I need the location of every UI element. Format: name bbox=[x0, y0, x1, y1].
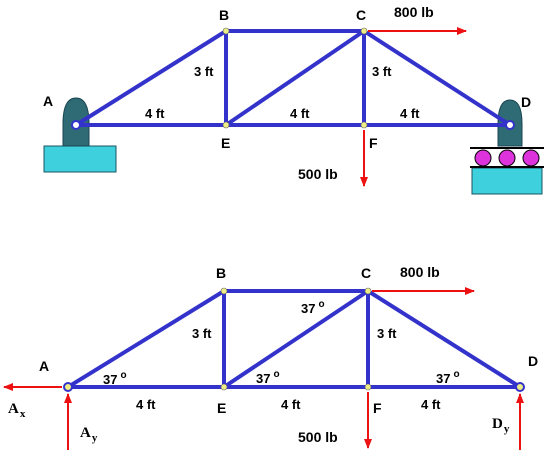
roller-support-d bbox=[470, 99, 544, 195]
top-members bbox=[74, 29, 512, 127]
bottom-dim-cf: 3 ft bbox=[377, 326, 397, 341]
bottom-members bbox=[66, 289, 522, 389]
top-pin-joints bbox=[71, 120, 515, 130]
bottom-node-f: F bbox=[373, 400, 382, 416]
bottom-end-joints bbox=[63, 382, 525, 392]
top-node-e: E bbox=[221, 135, 230, 151]
top-dim-cf: 3 ft bbox=[372, 64, 392, 79]
bottom-dim-fd: 4 ft bbox=[421, 397, 441, 412]
bottom-node-e: E bbox=[217, 400, 226, 416]
top-dim-ef: 4 ft bbox=[290, 106, 310, 121]
member-ec bbox=[222, 289, 370, 389]
top-node-a: A bbox=[43, 93, 53, 109]
top-dim-ae: 4 ft bbox=[145, 106, 165, 121]
bottom-dim-be: 3 ft bbox=[192, 326, 212, 341]
member-cd bbox=[362, 29, 512, 127]
reaction-ay-label: Ay bbox=[80, 425, 98, 444]
top-dim-be: 3 ft bbox=[194, 64, 214, 79]
bottom-dim-ef: 4 ft bbox=[281, 397, 301, 412]
pin-support-a bbox=[43, 97, 117, 173]
member-ab bbox=[74, 29, 228, 127]
top-node-c: C bbox=[356, 7, 366, 23]
bottom-node-d: D bbox=[528, 353, 538, 369]
bottom-load-800: 800 lb bbox=[400, 264, 440, 280]
bottom-joints bbox=[220, 287, 372, 391]
top-node-d: D bbox=[521, 94, 531, 110]
bottom-node-c: C bbox=[361, 265, 371, 281]
member-ec bbox=[224, 29, 366, 127]
bottom-node-b: B bbox=[216, 265, 226, 281]
bottom-node-a: A bbox=[39, 358, 49, 374]
member-cd bbox=[366, 289, 522, 389]
top-load-500: 500 lb bbox=[298, 166, 338, 182]
top-load-800: 800 lb bbox=[394, 4, 434, 20]
reaction-dy-label: Dy bbox=[492, 416, 510, 435]
reaction-ax-label: Ax bbox=[8, 401, 26, 420]
top-truss: A B C D E F 4 ft 4 ft 4 ft 3 ft 3 ft 800… bbox=[43, 4, 544, 195]
top-node-b: B bbox=[219, 7, 229, 23]
bottom-load-500: 500 lb bbox=[298, 429, 338, 445]
top-joints bbox=[222, 27, 368, 129]
bottom-dim-ae: 4 ft bbox=[136, 397, 156, 412]
top-dim-fd: 4 ft bbox=[400, 106, 420, 121]
member-ab bbox=[66, 289, 226, 389]
top-node-f: F bbox=[369, 135, 378, 151]
